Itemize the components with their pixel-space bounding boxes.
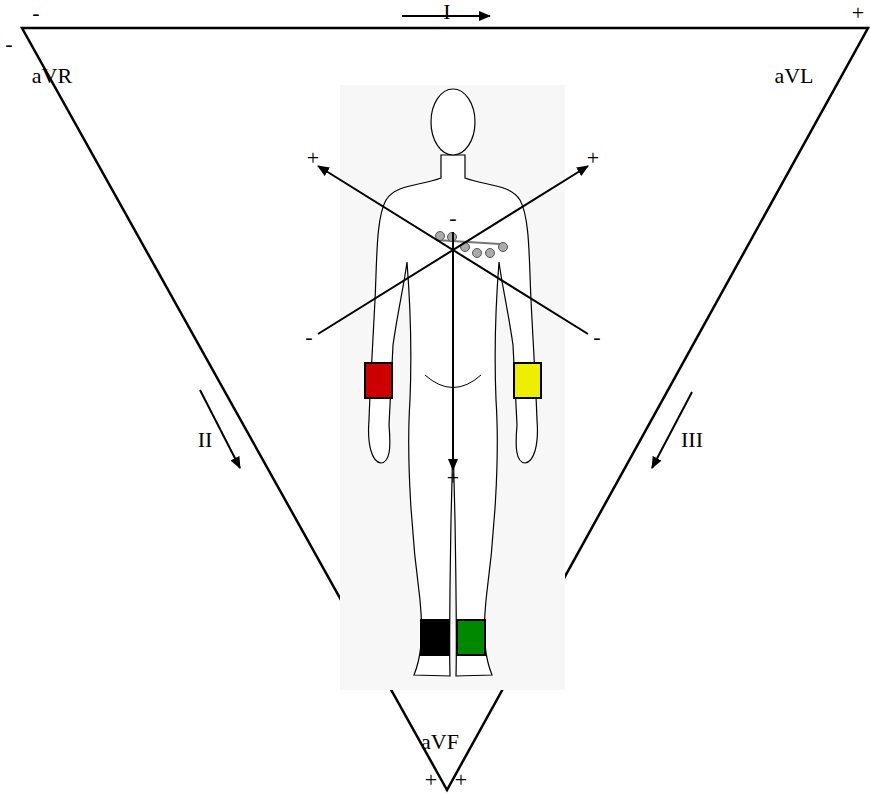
electrode-band	[421, 620, 449, 655]
lead-label: I	[443, 1, 450, 23]
lead-label: aVL	[774, 65, 813, 87]
polarity-sign: -	[593, 326, 600, 348]
polarity-sign: +	[307, 147, 319, 169]
polarity-sign: +	[455, 769, 467, 791]
polarity-sign: -	[305, 326, 312, 348]
polarity-sign: -	[5, 33, 12, 55]
electrode-band	[514, 363, 541, 398]
lead-label: aVF	[421, 731, 459, 753]
triangle-outline	[22, 28, 868, 790]
lead-label: aVR	[32, 65, 72, 87]
figure-ground	[340, 85, 565, 690]
lead-label: III	[681, 429, 703, 451]
polarity-sign: +	[852, 2, 864, 24]
axis-arrow	[452, 232, 454, 470]
polarity-sign: -	[449, 207, 456, 229]
human-figure	[369, 155, 538, 676]
electrode-band	[365, 363, 392, 398]
figure-head	[431, 89, 475, 155]
polarity-sign: +	[425, 769, 437, 791]
polarity-sign: +	[447, 467, 459, 489]
polarity-sign: +	[587, 147, 599, 169]
polarity-sign: -	[32, 2, 39, 24]
electrode-band	[457, 620, 485, 655]
lead-label: II	[198, 429, 213, 451]
